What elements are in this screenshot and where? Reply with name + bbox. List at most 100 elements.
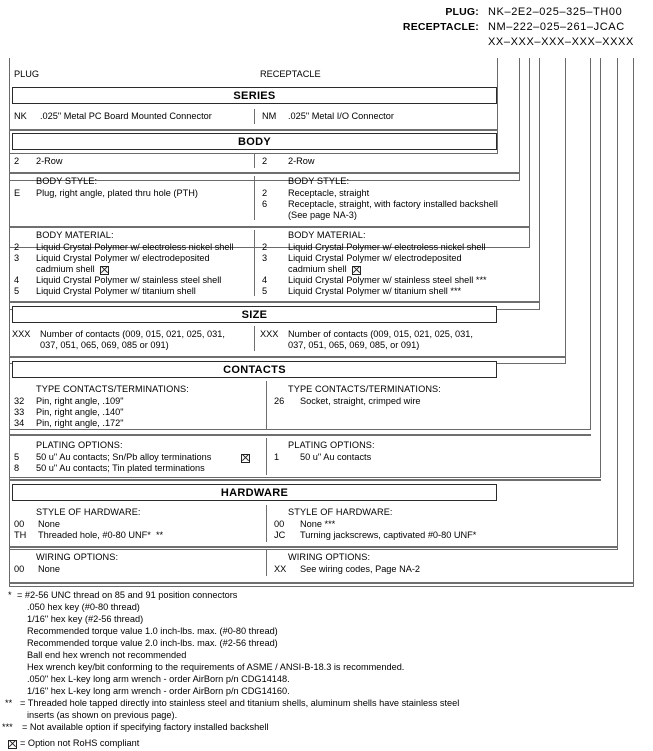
series-receptacle-code-0: NM — [262, 111, 277, 121]
footnote-marker-9: ** — [5, 698, 13, 708]
body-style-receptacle-text-0: Receptacle, straight — [288, 188, 370, 198]
footnote-text-6: Hex wrench key/bit conforming to the req… — [27, 662, 405, 672]
size-receptacle-text-0: Number of contacts (009, 015, 021, 025, … — [288, 329, 473, 339]
body-material-receptacle-text-1: Liquid Crystal Polymer w/ electrodeposit… — [288, 253, 462, 263]
body-material-receptacle-text-4: Liquid Crystal Polymer w/ titanium shell… — [288, 286, 462, 296]
body-style-plug-code-0: E — [14, 188, 21, 198]
hardware-style-receptacle-code-0: 00 — [274, 519, 285, 529]
contacts-type-plug-text-2: Pin, right angle, .172" — [36, 418, 124, 428]
body-material-plug-code-0: 2 — [14, 242, 20, 252]
body-row-plug-text: 2-Row — [36, 156, 63, 166]
body-style-heading-plug: BODY STYLE: — [36, 176, 98, 186]
body-row-receptacle-code: 2 — [262, 156, 268, 166]
hardware-style-plug-text-0: None — [38, 519, 60, 529]
section-bar-body: BODY — [12, 133, 497, 150]
footnote-text-4: Recommended torque value 2.0 inch-lbs. m… — [27, 638, 278, 648]
body-material-receptacle-text-3: Liquid Crystal Polymer w/ stainless stee… — [288, 275, 487, 285]
contacts-type-plug-code-1: 33 — [14, 407, 25, 417]
column-divider-series — [254, 109, 255, 124]
body-style-heading-receptacle: BODY STYLE: — [288, 176, 350, 186]
contacts-plating-heading-receptacle: PLATING OPTIONS: — [288, 440, 375, 450]
rule-after-hardware-style — [9, 546, 618, 548]
hardware-style-plug-code-1: TH — [14, 530, 27, 540]
footnote-text-8: 1/16" hex L-key long arm wrench - order … — [27, 686, 290, 696]
contacts-type-plug-code-2: 34 — [14, 418, 25, 428]
contacts-plating-heading-plug: PLATING OPTIONS: — [36, 440, 123, 450]
column-divider-hardware-wiring — [266, 550, 267, 576]
footnote-text-7: .050" hex L-key long arm wrench - order … — [27, 674, 290, 684]
rule-after-body-style — [9, 226, 530, 228]
size-plug-text-1: 037, 051, 065, 069, 085 or 091) — [40, 340, 169, 350]
contacts-type-plug-text-1: Pin, right angle, .140" — [36, 407, 124, 417]
rohs-icon-body-material-receptacle — [352, 266, 361, 275]
footnote-text-0: = #2-56 UNC thread on 85 and 91 position… — [17, 590, 238, 600]
rule-after-body-row — [9, 172, 520, 174]
column-divider-contacts-plating — [266, 438, 267, 475]
hardware-wiring-heading-plug: WIRING OPTIONS: — [36, 552, 119, 562]
size-receptacle-code-0: XXX — [260, 329, 279, 339]
footnote-marker-11: *** — [2, 722, 13, 732]
hardware-wiring-heading-receptacle: WIRING OPTIONS: — [288, 552, 371, 562]
footnote-text-2: 1/16" hex key (#2-56 thread) — [27, 614, 144, 624]
contacts-plating-plug-code-1: 8 — [14, 463, 20, 473]
part-number-header: PLUG: NK–2E2–025–325–TH00 RECEPTACLE: NM… — [0, 6, 653, 51]
rohs-legend-text: = Option not RoHS compliant — [20, 738, 140, 748]
hardware-style-heading-receptacle: STYLE OF HARDWARE: — [288, 507, 393, 517]
footnote-text-10: inserts (as shown on previous page). — [27, 710, 178, 720]
hardware-style-plug-code-0: 00 — [14, 519, 25, 529]
column-divider-body-material — [254, 230, 255, 296]
rohs-icon-legend — [8, 740, 17, 749]
body-material-plug-code-4: 5 — [14, 286, 20, 296]
footnote-marker-0: * — [8, 590, 12, 600]
body-material-receptacle-code-3: 4 — [262, 275, 268, 285]
footnote-text-3: Recommended torque value 1.0 inch-lbs. m… — [27, 626, 278, 636]
plug-part-number-row: PLUG: NK–2E2–025–325–TH00 — [0, 6, 653, 21]
receptacle-part-number-value: NM–222–025–261–JCAC — [488, 21, 625, 33]
hardware-wiring-receptacle-text-0: See wiring codes, Page NA-2 — [300, 564, 421, 574]
column-divider-contacts-type — [266, 381, 267, 429]
body-style-receptacle-code-0: 2 — [262, 188, 268, 198]
body-style-receptacle-text-2: (See page NA-3) — [288, 210, 357, 220]
series-plug-text-0: .025" Metal PC Board Mounted Connector — [40, 111, 212, 121]
footnote-text-5: Ball end hex wrench not recommended — [27, 650, 187, 660]
body-material-plug-text-4: Liquid Crystal Polymer w/ titanium shell — [36, 286, 196, 296]
body-material-heading-plug: BODY MATERIAL: — [36, 230, 114, 240]
body-material-heading-receptacle: BODY MATERIAL: — [288, 230, 366, 240]
body-material-plug-code-1: 3 — [14, 253, 20, 263]
receptacle-part-number-row: RECEPTACLE: NM–222–025–261–JCAC — [0, 21, 653, 36]
series-plug-code-0: NK — [14, 111, 27, 121]
section-bar-hardware: HARDWARE — [12, 484, 497, 501]
hardware-wiring-plug-text-0: None — [38, 564, 60, 574]
body-row-receptacle-text: 2-Row — [288, 156, 315, 166]
rule-after-contacts-type — [9, 434, 591, 436]
body-material-receptacle-code-4: 5 — [262, 286, 268, 296]
rule-after-hardware-wiring — [9, 582, 634, 584]
rule-after-size — [9, 356, 566, 358]
hardware-style-plug-text-1: Threaded hole, #0-80 UNF* ** — [38, 530, 164, 540]
body-material-plug-text-0: Liquid Crystal Polymer w/ electroless ni… — [36, 242, 234, 252]
hardware-style-receptacle-code-1: JC — [274, 530, 286, 540]
contacts-type-receptacle-code-0: 26 — [274, 396, 285, 406]
footnote-text-11: = Not available option if specifying fac… — [22, 722, 269, 732]
body-material-plug-text-2: cadmium shell — [36, 264, 95, 274]
plug-part-number-label: PLUG: — [445, 6, 479, 18]
hardware-style-receptacle-text-1: Turning jackscrews, captivated #0-80 UNF… — [300, 530, 477, 540]
contacts-plating-receptacle-code-0: 1 — [274, 452, 280, 462]
contacts-type-plug-text-0: Pin, right angle, .109" — [36, 396, 124, 406]
rule-after-body-material — [9, 301, 540, 303]
column-divider-body-row — [254, 154, 255, 168]
column-header-plug: PLUG — [14, 69, 40, 79]
column-header-receptacle: RECEPTACLE — [260, 69, 321, 79]
hardware-wiring-plug-code-0: 00 — [14, 564, 25, 574]
body-style-plug-text-0: Plug, right angle, plated thru hole (PTH… — [36, 188, 198, 198]
contacts-plating-receptacle-text-0: 50 u" Au contacts — [300, 452, 372, 462]
body-style-receptacle-code-1: 6 — [262, 199, 268, 209]
size-plug-text-0: Number of contacts (009, 015, 021, 025, … — [40, 329, 225, 339]
contacts-type-heading-plug: TYPE CONTACTS/TERMINATIONS: — [36, 384, 189, 394]
contacts-plating-plug-text-1: 50 u" Au contacts; Tin plated terminatio… — [36, 463, 205, 473]
footnote-text-9: = Threaded hole tapped directly into sta… — [20, 698, 460, 708]
rule-after-contacts-plating — [9, 479, 601, 481]
rohs-icon-body-material-plug — [100, 266, 109, 275]
footnote-text-1: .050 hex key (#0-80 thread) — [27, 602, 140, 612]
body-material-plug-text-3: Liquid Crystal Polymer w/ stainless stee… — [36, 275, 222, 285]
